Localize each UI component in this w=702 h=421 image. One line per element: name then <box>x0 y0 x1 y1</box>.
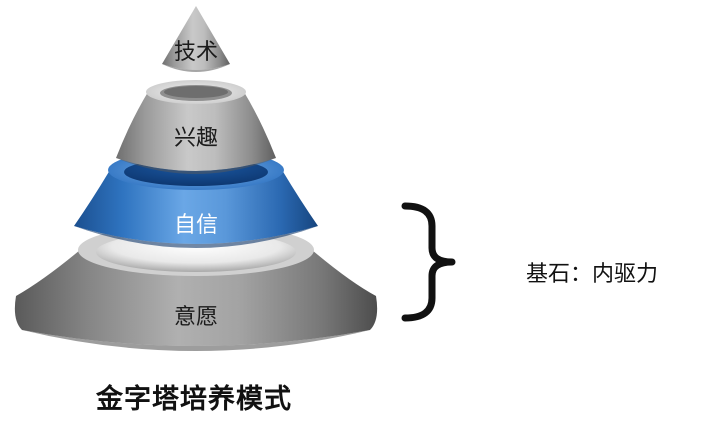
tier-label-interest: 兴趣 <box>174 126 218 151</box>
tier-label-confidence: 自信 <box>174 213 218 238</box>
tier-interest <box>116 80 276 174</box>
diagram-caption: 金字塔培养模式 <box>96 384 292 415</box>
tier-technique <box>162 6 230 72</box>
curly-brace <box>401 202 456 322</box>
tier-label-technique: 技术 <box>174 40 218 65</box>
foundation-note: 基石：内驱力 <box>526 262 659 287</box>
tier-label-intention: 意愿 <box>174 305 218 330</box>
